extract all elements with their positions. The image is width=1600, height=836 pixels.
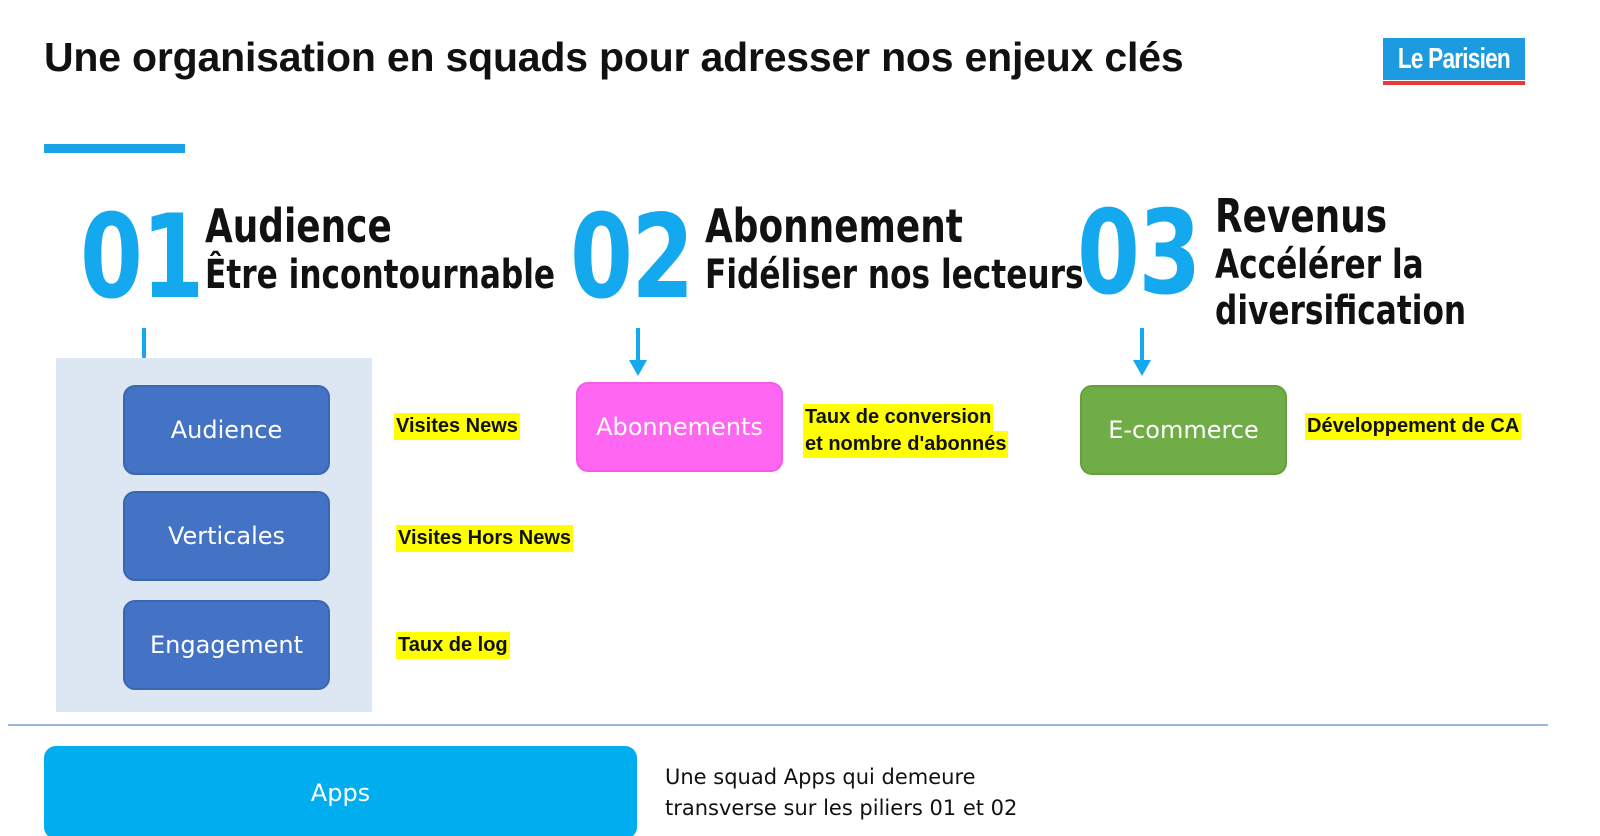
arrow-down-icon: [1133, 328, 1151, 376]
pillar-number-03: 03: [1077, 186, 1201, 321]
arrow-down-icon: [629, 328, 647, 376]
pillar-subtitle-02-line1: Fidéliser nos lecteurs: [705, 252, 1084, 298]
kpi-taux-de-log: Taux de log: [396, 632, 510, 659]
pillar-number-02: 02: [570, 190, 694, 325]
apps-description-line2: transverse sur les piliers 01 et 02: [665, 796, 1018, 820]
squad-engagement[interactable]: Engagement: [123, 600, 330, 690]
kpi-line-1: Taux de conversion: [803, 404, 994, 431]
page-title: Une organisation en squads pour adresser…: [44, 34, 1184, 80]
squad-audience[interactable]: Audience: [123, 385, 330, 475]
squad-verticales[interactable]: Verticales: [123, 491, 330, 581]
pillar-number-01: 01: [80, 190, 204, 325]
pillar-subtitle-03-line1: Accélérer la: [1215, 242, 1424, 288]
squad-apps[interactable]: Apps: [44, 746, 637, 836]
squad-abonnements[interactable]: Abonnements: [576, 382, 783, 472]
pillar-title-03: Revenus: [1215, 189, 1388, 243]
title-underline: [44, 144, 185, 153]
logo-box: Le Parisien: [1383, 38, 1525, 80]
pillar-heading-03: Revenus Accélérer la diversification: [1215, 190, 1466, 334]
kpi-visites-hors-news: Visites Hors News: [396, 525, 574, 552]
kpi-conversion-abonnes: Taux de conversion et nombre d'abonnés: [803, 404, 1009, 458]
pillar-heading-01: Audience Être incontournable: [205, 200, 555, 298]
logo-text: Le Parisien: [1397, 42, 1511, 75]
pillar-subtitle-01-line1: Être incontournable: [205, 252, 556, 298]
squad-e-commerce[interactable]: E-commerce: [1080, 385, 1287, 475]
apps-description-line1: Une squad Apps qui demeure: [665, 765, 976, 789]
apps-description: Une squad Apps qui demeure transverse su…: [665, 762, 1017, 824]
kpi-visites-news: Visites News: [394, 413, 520, 440]
pillar-subtitle-03-line2: diversification: [1215, 288, 1467, 334]
kpi-developpement-ca: Développement de CA: [1305, 413, 1522, 440]
kpi-line-2: et nombre d'abonnés: [803, 431, 1009, 458]
pillar-title-01: Audience: [205, 199, 392, 253]
pillar-heading-02: Abonnement Fidéliser nos lecteurs: [705, 200, 1084, 298]
pillar-title-02: Abonnement: [705, 199, 963, 253]
section-divider: [8, 724, 1548, 726]
logo-underline: [1383, 81, 1525, 85]
le-parisien-logo: Le Parisien: [1383, 38, 1525, 88]
